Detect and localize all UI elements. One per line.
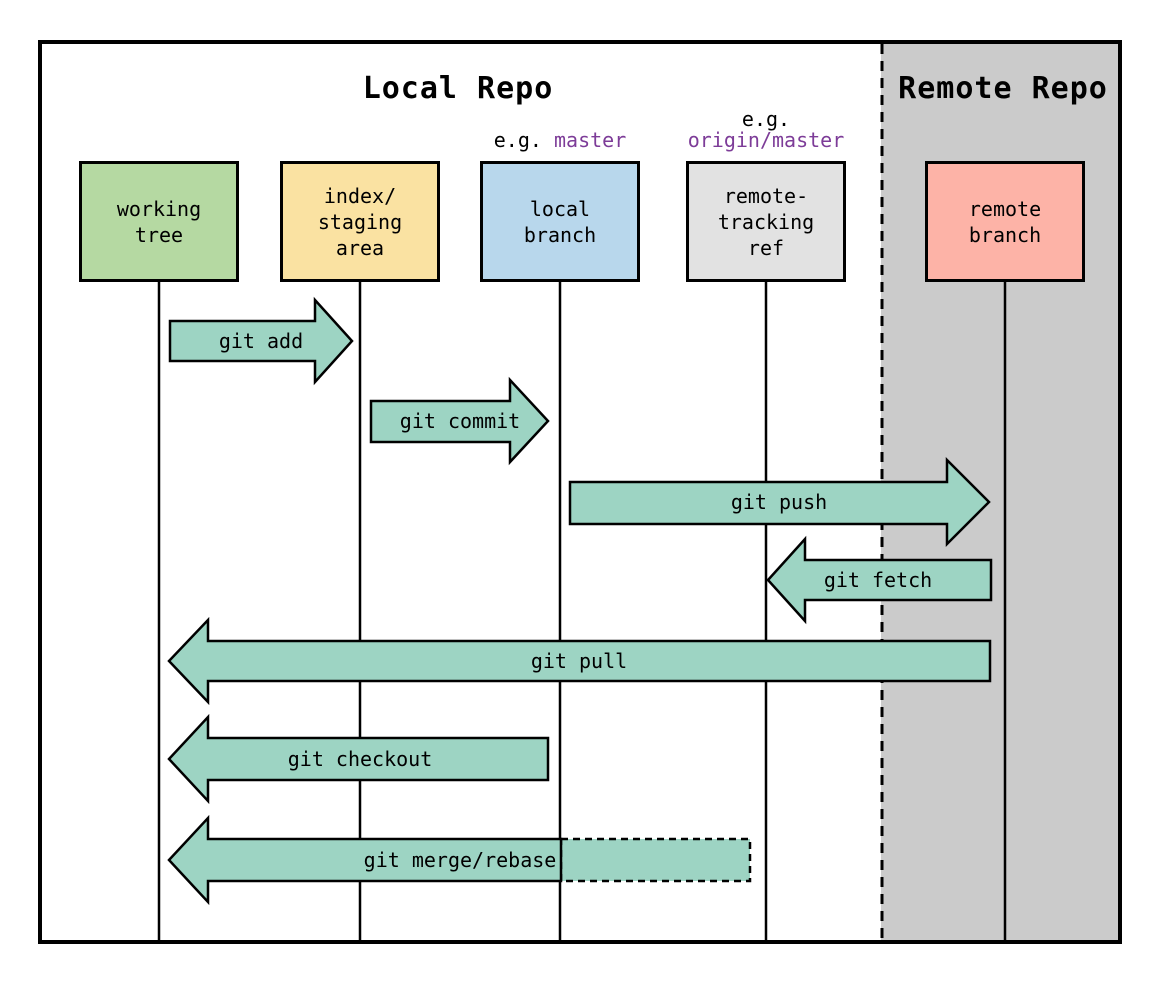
git-push-label: git push — [730, 490, 828, 514]
local-branch-node: local branch — [480, 161, 640, 282]
remote-repo-title-text: Remote Repo — [898, 71, 1108, 106]
remote-branch-node: remote branch — [925, 161, 1085, 282]
diagram-lines-layer — [157, 44, 1007, 940]
annotation-branch-name: master — [553, 128, 627, 152]
diagram-frame: Local Repo Remote Repo e.g. master e.g. … — [38, 40, 1122, 944]
annotation-branch-name: origin/master — [687, 128, 845, 152]
git-add-arrow — [168, 296, 354, 386]
git-checkout-arrow — [167, 713, 550, 805]
local-repo-title: Local Repo — [363, 73, 554, 105]
git-fetch-arrow — [766, 535, 993, 625]
git-merge-rebase-arrow — [167, 814, 563, 906]
index-staging-area-node: index/ staging area — [280, 161, 440, 282]
node-label: remote branch — [968, 196, 1042, 247]
annotation-prefix: e.g. — [493, 128, 542, 152]
remote-tracking-annotation: e.g. origin/master — [688, 109, 845, 151]
git-checkout-label: git checkout — [287, 747, 433, 771]
node-label: local branch — [523, 196, 597, 247]
git-fetch-label: git fetch — [823, 568, 933, 592]
node-label: remote- tracking ref — [717, 183, 815, 260]
local-branch-annotation: e.g. master — [494, 130, 626, 151]
git-commit-arrow — [369, 376, 550, 466]
local-repo-title-text: Local Repo — [362, 71, 554, 106]
remote-tracking-ref-node: remote- tracking ref — [686, 161, 846, 282]
git-merge-rebase-label: git merge/rebase — [363, 848, 557, 872]
git-pull-label: git pull — [530, 649, 628, 673]
git-merge-rebase-dashed-segment — [559, 837, 752, 883]
git-add-label: git add — [218, 329, 304, 353]
git-commit-label: git commit — [399, 409, 521, 433]
annotation-prefix: e.g. — [741, 107, 791, 131]
git-pull-arrow — [167, 616, 992, 706]
node-label: working tree — [116, 196, 202, 247]
node-label: index/ staging area — [317, 183, 403, 260]
working-tree-node: working tree — [79, 161, 239, 282]
remote-repo-title: Remote Repo — [898, 73, 1108, 105]
git-push-arrow — [568, 456, 991, 548]
